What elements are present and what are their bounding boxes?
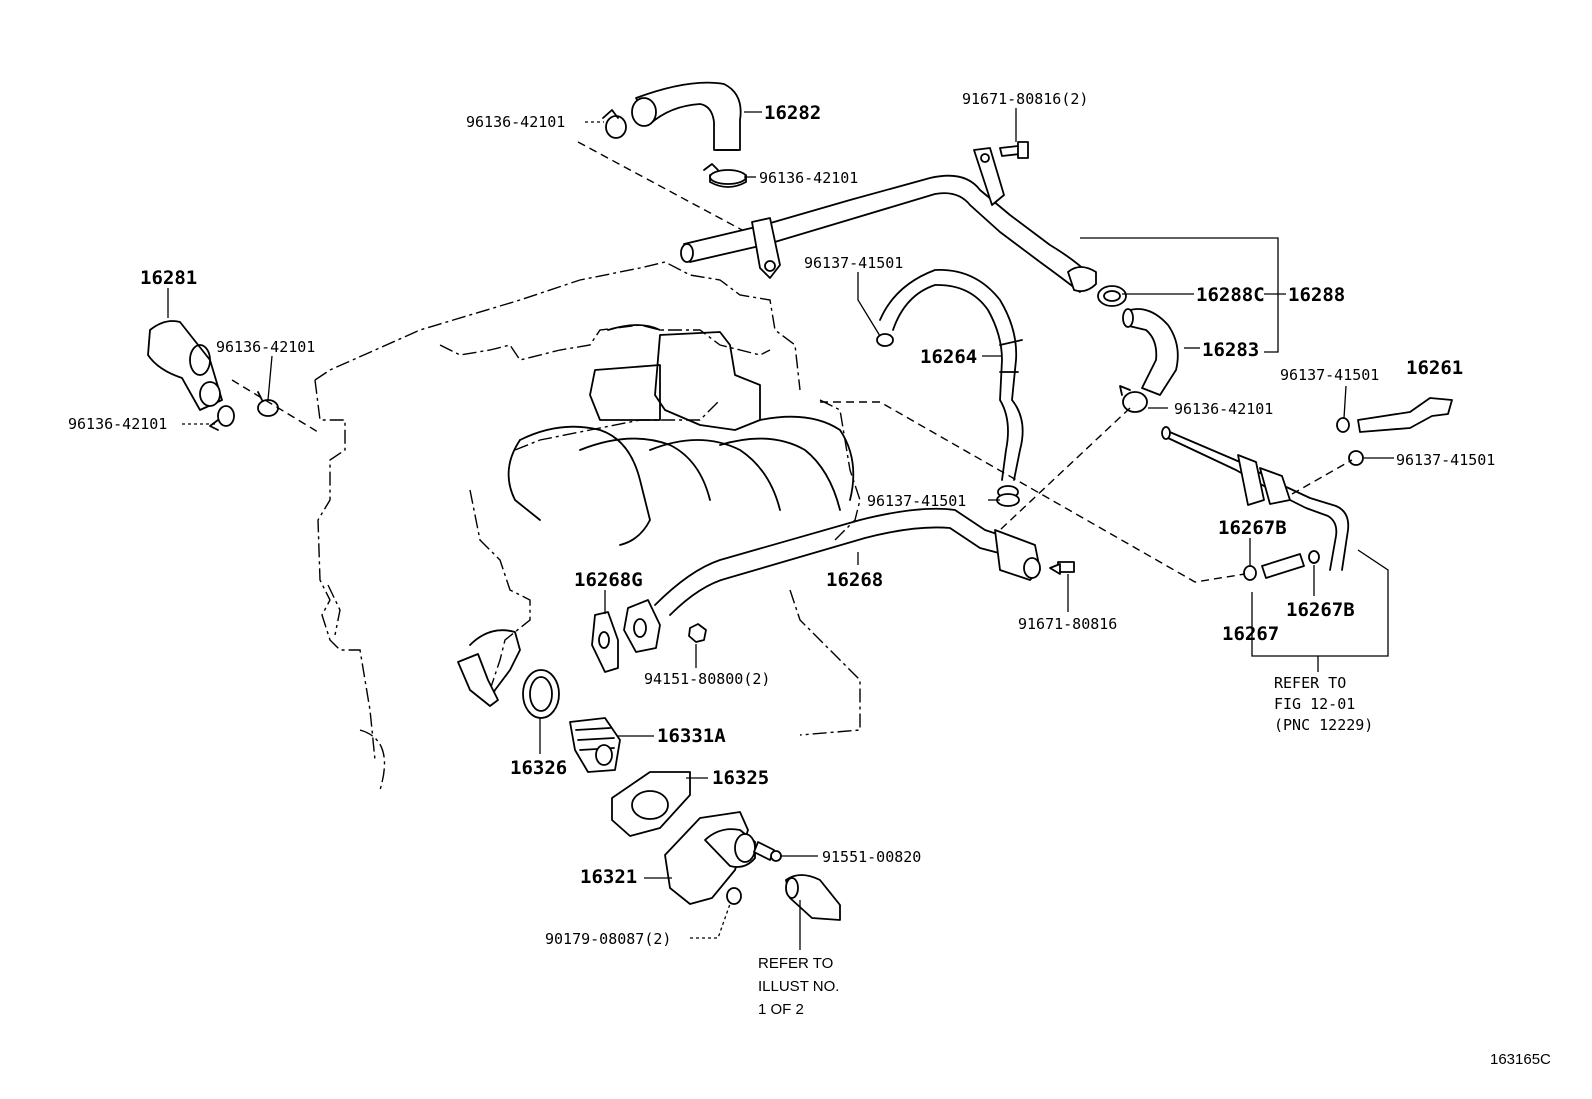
clip-16288C <box>1097 285 1127 307</box>
dashed-connections <box>231 141 1353 583</box>
gasket-16325 <box>611 771 691 837</box>
label-94151: 94151-80800(2) <box>644 670 770 688</box>
intake-manifold-runners <box>507 415 855 546</box>
label-96136-top-left: 96136-42101 <box>466 113 565 131</box>
label-16267: 16267 <box>1222 623 1279 645</box>
note-refer-illust-line1: REFER TO <box>758 955 833 972</box>
block-fitting <box>457 629 521 707</box>
clip-96137-r2 <box>1348 450 1364 466</box>
clip-96137-r1 <box>1336 417 1350 433</box>
thermostat-16331A <box>569 717 621 773</box>
hose-16282 <box>631 81 742 151</box>
pipe-16268 <box>654 507 1041 616</box>
clip-96137-mid <box>996 493 1020 507</box>
label-16267B-a: 16267B <box>1218 517 1287 539</box>
label-96136-right: 96136-42101 <box>1174 400 1273 418</box>
hose-16264 <box>879 269 1024 499</box>
label-96137-r2: 96137-41501 <box>1396 451 1495 469</box>
note-refer-fig-line2: FIG 12-01 <box>1274 695 1355 713</box>
label-16268: 16268 <box>826 569 883 591</box>
pipe-16267 <box>1161 426 1350 571</box>
part-labels: 16282 96136-42101 96136-42101 91671-8081… <box>68 90 1495 948</box>
nut-94151 <box>688 623 707 643</box>
nut-90179 <box>726 887 742 905</box>
label-16261: 16261 <box>1406 357 1463 379</box>
label-16268G: 16268G <box>574 569 643 591</box>
clip-96136-left-b <box>209 405 235 431</box>
clip-96136-right <box>1119 385 1148 413</box>
note-refer-illust-line2: ILLUST NO. <box>758 978 839 995</box>
bolt-91551 <box>753 841 782 862</box>
note-refer-fig: REFER TO FIG 12-01 (PNC 12229) <box>1274 674 1373 734</box>
gasket-16268G <box>591 611 619 673</box>
label-16283: 16283 <box>1202 339 1259 361</box>
label-96136-top-below: 96136-42101 <box>759 169 858 187</box>
label-16281: 16281 <box>140 267 197 289</box>
hose-16261 <box>1357 397 1453 433</box>
label-16288C: 16288C <box>1196 284 1265 306</box>
flange-16268 <box>623 599 661 653</box>
clip-96136-top-below <box>703 163 747 188</box>
pipe-16288 <box>680 147 1097 293</box>
label-16264: 16264 <box>920 346 977 368</box>
label-96137-mid: 96137-41501 <box>867 492 966 510</box>
clip-96137-center <box>876 333 894 347</box>
clip-16267B-b <box>1308 550 1320 564</box>
hose-16281 <box>147 320 223 411</box>
engine-block-outline <box>314 261 861 791</box>
water-outlet-housing <box>589 324 761 431</box>
label-96137-center: 96137-41501 <box>804 254 903 272</box>
label-16321: 16321 <box>580 866 637 888</box>
bolt-91671-top <box>999 141 1029 159</box>
note-refer-illust-line3: 1 OF 2 <box>758 1001 804 1018</box>
diagram-id: 163165C <box>1490 1051 1551 1068</box>
label-16267B-b: 16267B <box>1286 599 1355 621</box>
hose-16283 <box>1122 308 1179 396</box>
label-96137-r1: 96137-41501 <box>1280 366 1379 384</box>
label-16326: 16326 <box>510 757 567 779</box>
note-refer-illust: REFER TO ILLUST NO. 1 OF 2 <box>758 955 839 1018</box>
clip-16267B-a <box>1243 565 1257 581</box>
label-91671-mid: 91671-80816 <box>1018 615 1117 633</box>
water-inlet-16321 <box>664 811 756 905</box>
hose-16267B <box>1261 553 1305 579</box>
clip-96136-top-left <box>602 109 627 139</box>
note-refer-fig-line3: (PNC 12229) <box>1274 716 1373 734</box>
label-91671-top: 91671-80816(2) <box>962 90 1088 108</box>
label-16331A: 16331A <box>657 725 726 747</box>
ring-16326 <box>522 669 560 719</box>
label-96136-left-a: 96136-42101 <box>216 338 315 356</box>
label-96136-left-b: 96136-42101 <box>68 415 167 433</box>
label-91551: 91551-00820 <box>822 848 921 866</box>
note-refer-fig-line1: REFER TO <box>1274 674 1346 692</box>
radiator-hose-stub <box>785 874 841 921</box>
label-90179: 90179-08087(2) <box>545 930 671 948</box>
leader-lines <box>167 108 1394 950</box>
label-16282: 16282 <box>764 102 821 124</box>
label-16288: 16288 <box>1288 284 1345 306</box>
label-16325: 16325 <box>712 767 769 789</box>
bolt-91671-mid <box>1049 561 1075 575</box>
